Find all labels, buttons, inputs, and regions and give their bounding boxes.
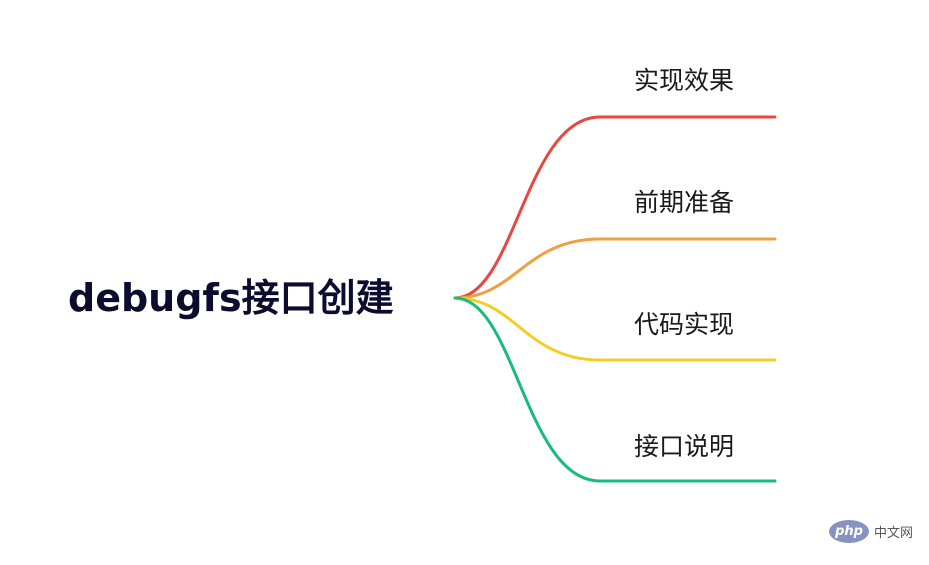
- root-node-label[interactable]: debugfs接口创建: [68, 276, 394, 320]
- branch-label-1[interactable]: 实现效果: [634, 66, 735, 95]
- branch-connector-4: [453, 296, 777, 483]
- branch-label-3[interactable]: 代码实现: [634, 310, 735, 339]
- branch-connector-2: [453, 237, 777, 300]
- branch-label-2[interactable]: 前期准备: [634, 188, 735, 217]
- watermark-text: 中文网: [874, 526, 914, 541]
- php-logo-icon: php: [829, 520, 869, 543]
- branch-connector-3: [453, 296, 777, 362]
- branch-label-4[interactable]: 接口说明: [634, 432, 735, 461]
- watermark: php 中文网: [829, 520, 913, 543]
- branch-connector-1: [453, 115, 777, 300]
